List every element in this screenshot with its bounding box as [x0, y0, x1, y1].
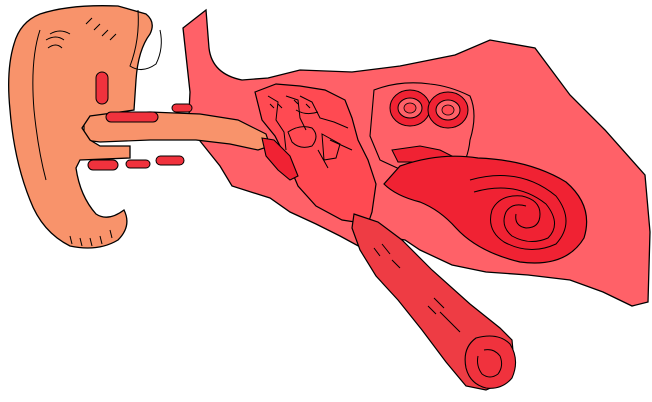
ear-anatomy-svg: [0, 0, 652, 402]
ear-anatomy-diagram: [0, 0, 652, 402]
